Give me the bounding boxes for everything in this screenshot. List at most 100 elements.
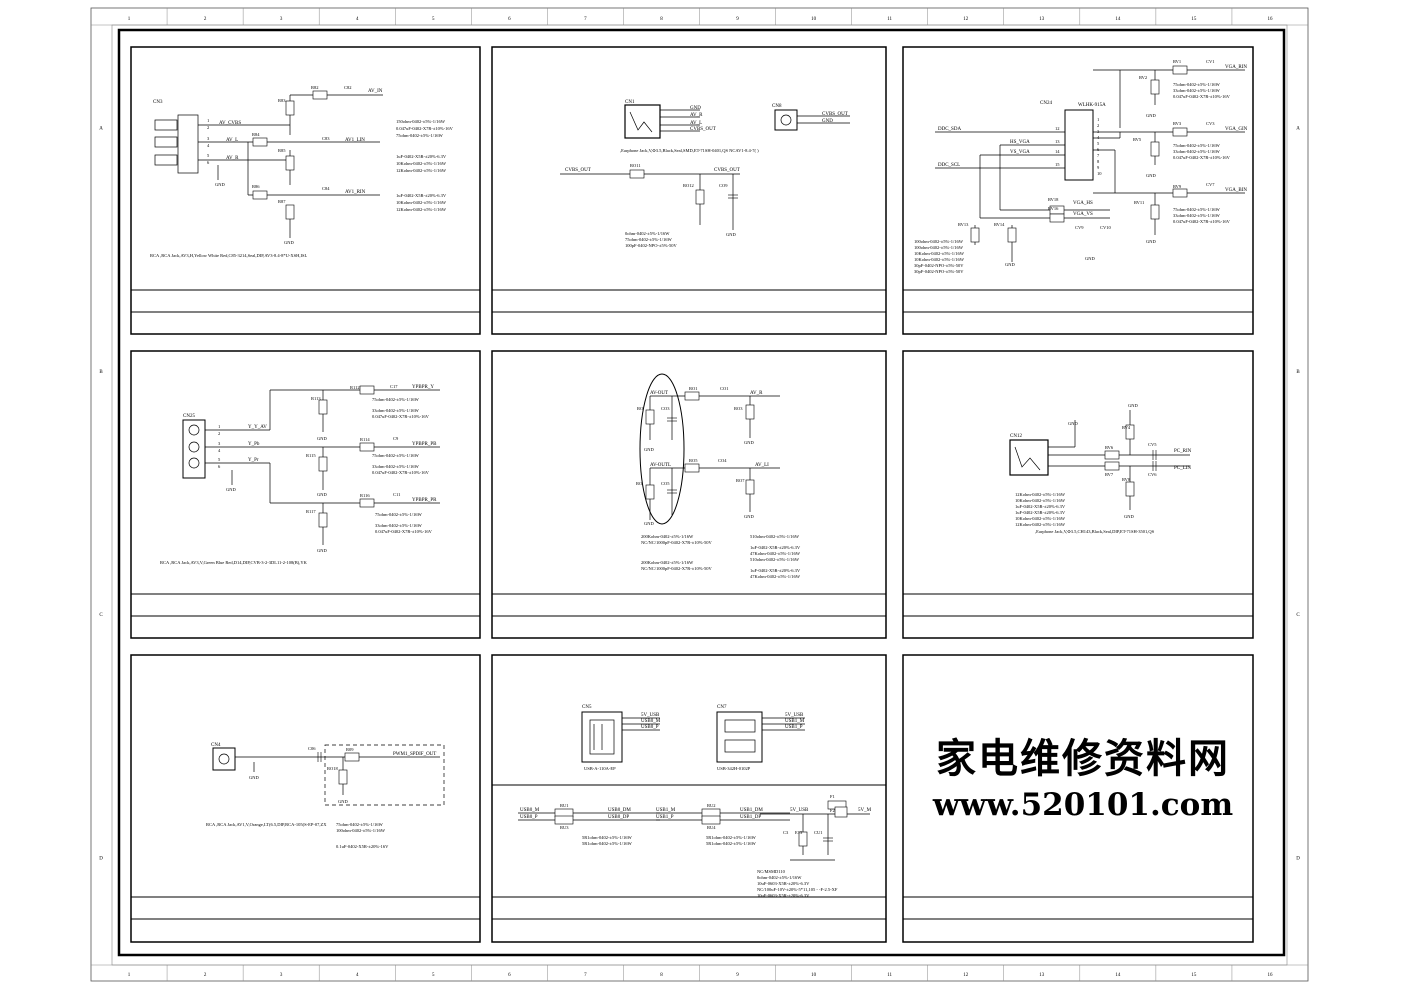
pc-audio-refs: RV4 RV6 CV5 RV7 CV6 RV8 GND GND GND: [1068, 403, 1157, 519]
vga-pin-15: 15: [1055, 162, 1060, 167]
ypbpr-note-pb3: 0.047uF-0402-X7R-±10%-16V: [372, 470, 430, 475]
ypbpr-nets: Y_Y_AV Y_Pb Y_Pr YPBPR_Y YPBPR_PB YPBPR_…: [248, 385, 437, 503]
outer-frame: [90, 7, 1309, 982]
av-in-resistors: [252, 90, 328, 220]
usb-cn5-net-5v: 5V_USB: [641, 713, 660, 718]
av-out-nets: AV-OUT AV_R AV-OUTL AV_LI: [650, 391, 769, 468]
ref-r117: R117: [306, 509, 316, 514]
ref-c9: C9: [393, 436, 399, 441]
ypbpr-gnd-4: GND: [317, 548, 327, 553]
ypbpr-pin-3: 3: [218, 441, 221, 446]
ref-r85: R85: [278, 148, 286, 153]
av-in-pin-2: 2: [207, 125, 209, 130]
zone-ticks: 1122334455667788991010111112121313141415…: [99, 8, 1300, 981]
av-out-net-avli: AV_LI: [755, 463, 769, 468]
panel-ypbpr: [130, 350, 481, 639]
spdif-note-2: 100ohm-0402-±5%-1/16W: [336, 828, 386, 833]
vga-notes: 75ohm-0402-±5%-1/16W 33ohm-0402-±5%-1/16…: [914, 82, 1231, 274]
usb-esd-note-1: 5R1ohm-0402-±5%-1/16W: [582, 835, 632, 840]
vga-refs: RV1 CV1 RV2 RV3 CV3 RV5 RV9 CV7 RV11 RV1…: [958, 59, 1215, 267]
cn8-ref: CN8: [772, 104, 782, 109]
zone-col-bottom-3: 3: [280, 973, 283, 978]
zone-row-left-C: C: [99, 613, 103, 618]
pc-audio-note-1: 12Kohm-0402-±5%-1/16W: [1015, 492, 1066, 497]
ref-ru2: RU2: [707, 803, 716, 808]
zone-col-top-6: 6: [508, 17, 511, 22]
zone-col-top-14: 14: [1115, 17, 1121, 22]
panel-usb: [491, 654, 887, 943]
ref-rv8: RV8: [1122, 477, 1131, 482]
vga-right-nets: VGA_RIN VGA_GIN VGA_BIN VGA_HS VGA_VS: [1073, 65, 1248, 217]
ref-cu1: CU1: [814, 830, 823, 835]
zone-col-bottom-5: 5: [432, 973, 435, 978]
vga-note-r2: 33ohm-0402-±5%-1/16W: [1173, 88, 1220, 93]
pc-audio-gnd-3: GND: [1068, 421, 1078, 426]
av-in-notes: 150ohm-0402-±5%-1/16W 0.047uF-0402-X7R-±…: [396, 119, 454, 212]
ref-r83: R83: [278, 98, 286, 103]
usb-connector-schematic: [581, 711, 805, 763]
ref-rv3: RV3: [1173, 121, 1182, 126]
zone-col-top-4: 4: [356, 17, 359, 22]
panel-pc-audio: [902, 350, 1254, 639]
zone-col-top-16: 16: [1267, 17, 1273, 22]
av-in-net-av1rin: AV1_RIN: [345, 190, 366, 195]
vga-note-s2: 100ohm-0402-±5%-1/16W: [914, 245, 964, 250]
pc-audio-nets: PC_RIN PC_LIN: [1174, 449, 1192, 471]
ref-rv2: RV2: [1139, 75, 1147, 80]
usb-esd-net-5vm: 5V_M: [858, 808, 872, 813]
av-out-note-a1: 200Kohm-0402-±5%-1/16W: [641, 534, 694, 539]
av-in-note-2: 0.047uF-0402-X7R-±10%-16V: [396, 126, 454, 131]
usb-esd-net-usb0dp: USB0_DP: [608, 815, 629, 820]
ypbpr-connector-ref: CN25: [183, 414, 195, 419]
earphone-schematic: [560, 104, 850, 230]
av-in-caption: RCA ,RCA Jack,AV3,H,Yellow White Red,C85…: [150, 253, 308, 259]
av-out-notes: 200Kohm-0402-±5%-1/16W NC/NC/1000pF-0402…: [641, 534, 801, 579]
ypbpr-net-pb-in: Y_Pb: [248, 442, 260, 447]
av-out-net-avoutl: AV-OUTL: [650, 463, 671, 468]
pc-audio-note-6: 12Kohm-0402-±5%-1/16W: [1015, 522, 1066, 527]
usb-esd-net-usb1dm: USB1_DM: [740, 808, 763, 813]
ref-co3: CO3: [661, 406, 670, 411]
ref-co4: CO4: [718, 458, 727, 463]
ypbpr-net-y-in: Y_Y_AV: [248, 425, 267, 430]
zone-col-bottom-6: 6: [508, 973, 511, 978]
ypbpr-pin-5: 5: [218, 457, 221, 462]
av-out-gnd-2: GND: [744, 440, 754, 445]
ref-c84: C84: [322, 186, 330, 191]
ypbpr-note-pr2: 33ohm-0402-±5%-1/16W: [375, 523, 422, 528]
ref-r114: R114: [360, 437, 370, 442]
av-in-note-9: 12Kohm-0402-±5%-1/16W: [396, 207, 447, 212]
pc-audio-caption: ,Earphone Jack,V,Φ3.5,CH143,Black,Seal,D…: [1035, 529, 1155, 535]
usb-esd-note-4: 5R1ohm-0402-±5%-1/16W: [706, 841, 756, 846]
ypbpr-refs: R112 C17 R113 R114 C9 R115 R116 C11 R117…: [226, 384, 400, 553]
zone-col-bottom-8: 8: [660, 973, 663, 978]
ypbpr-pins: 1 2 3 4 5 6: [218, 424, 221, 469]
ref-r113: R113: [311, 396, 321, 401]
vga-pin-4: 4: [1097, 135, 1100, 140]
vga-note-r1: 75ohm-0402-±5%-1/16W: [1173, 82, 1220, 87]
zone-col-top-7: 7: [584, 17, 587, 22]
av-out-gnd-1: GND: [644, 447, 654, 452]
ref-co5: CO5: [661, 481, 670, 486]
av-out-gnd-3: GND: [644, 521, 654, 526]
ref-co1: CO1: [720, 386, 729, 391]
watermark-chinese: 家电维修资料网: [936, 735, 1230, 782]
usb-cn7-net-5v: 5V_USB: [785, 713, 804, 718]
av-in-note-5: 10Kohm-0402-±5%-1/16W: [396, 161, 447, 166]
vga-gnd-1: GND: [1146, 113, 1156, 118]
pc-audio-net-rin: PC_RIN: [1174, 449, 1192, 454]
usb-cn5-net-p: USB0_P: [641, 725, 659, 730]
ref-ro3: RO3: [734, 406, 743, 411]
spdif-notes: 75ohm-0402-±5%-1/16W 100ohm-0402-±5%-1/1…: [336, 822, 389, 849]
ypbpr-parts: [318, 385, 375, 528]
ref-f1: F1: [830, 794, 835, 799]
ref-ro18: RO18: [327, 766, 339, 771]
usb-esd-net-usb0m: USB0_M: [520, 808, 540, 813]
vga-net-rin: VGA_RIN: [1225, 65, 1247, 70]
av-out-net-avout: AV-OUT: [650, 391, 668, 396]
usb-esd-net-usb0dm: USB0_DM: [608, 808, 631, 813]
usb-cn7-net-m: USB1_M: [785, 719, 805, 724]
ref-r116: R116: [360, 493, 370, 498]
panel-av-out: [491, 350, 887, 639]
pc-audio-note-2: 10Kohm-0402-±5%-1/16W: [1015, 498, 1066, 503]
